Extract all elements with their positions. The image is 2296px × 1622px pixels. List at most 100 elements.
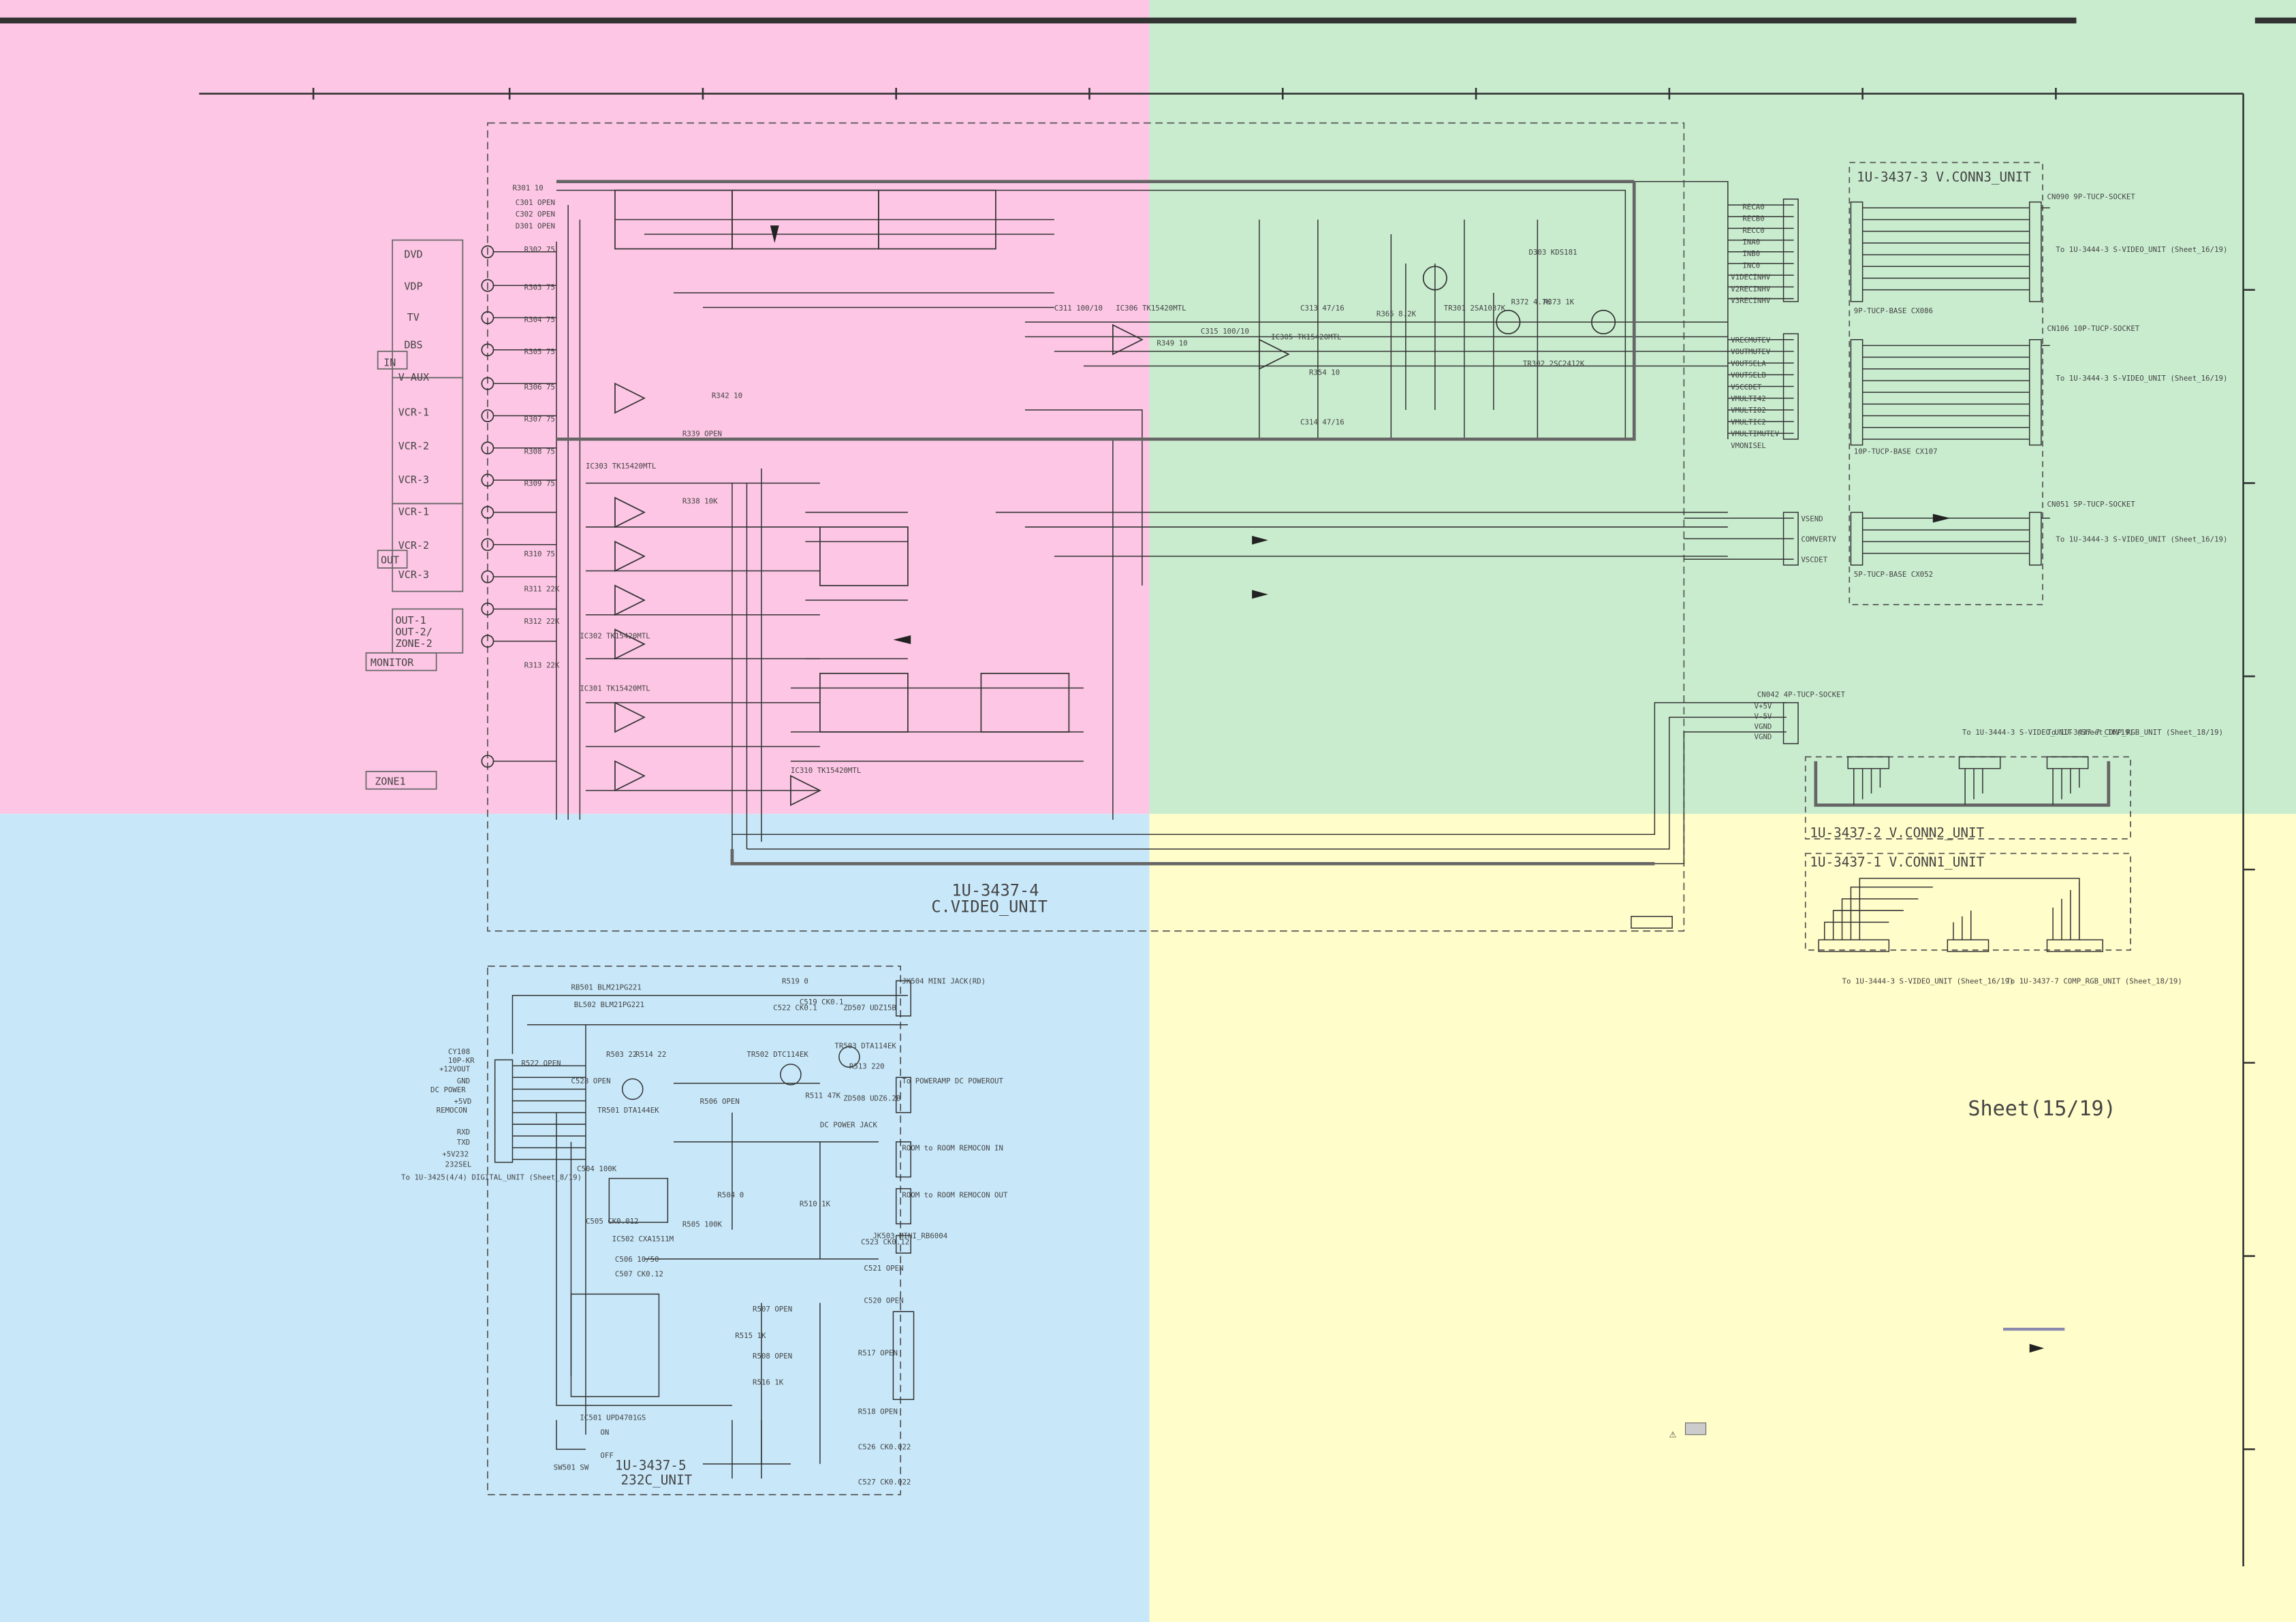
input-label-tv: TV [407,311,420,323]
jack-label: DC POWER JACK [820,1120,878,1129]
pin-label: V+5V [1755,702,1772,711]
conn3-socket-label: CN106 10P-TUCP-SOCKET [2047,324,2140,333]
rs232c-jack-labels: JK504 MINI JACK(RD) To POWERAMP DC POWER… [820,977,1008,1241]
c-video-unit-model: 1U-3437-4 [952,881,1039,900]
rs232c-io-label: 10P-KR [448,1056,475,1065]
part-label: R338 10K [682,497,718,506]
rs232c-io-label: RXD [457,1128,470,1136]
frame [199,87,2255,1567]
part-label: R305 75 [524,347,555,356]
conn1-to-comp: To 1U-3437-7 COMP_RGB_UNIT (Sheet_18/19) [2006,977,2182,986]
input-label-vcr3: VCR-3 [398,473,429,486]
part-label: R342 10 [712,392,742,400]
top-border-bar [0,17,2077,24]
pin-label: V-5V [1755,712,1772,721]
jack-label: JK503 MINI_RB6004 [872,1232,947,1241]
ic-label: IC301 TK15420MTL [580,684,650,693]
part-label: TR503 DTA114EK [834,1041,896,1050]
pin-label: VMULTIMUTEV [1731,430,1780,439]
conn1-connectors [1631,878,2103,953]
c-video-ics [614,189,1616,806]
monitor-tag: MONITOR [371,656,414,669]
input-labels: DVD VDP TV DBS IN V-AUX VCR-1 VCR-2 VCR-… [371,248,433,787]
zone1-tag: ZONE1 [375,775,405,787]
conn3-unit-title: 1U-3437-3 V.CONN3_UNIT [1857,170,2031,185]
in-tag: IN [383,356,396,368]
ic-label: IC305 TK15420MTL [1271,333,1341,342]
conn1-unit-title: 1U-3437-1 V.CONN1_UNIT [1810,855,1984,870]
pin-label: V2RECINHV [1731,285,1771,293]
part-label: R372 4.7K [1511,298,1552,306]
part-label: R513 220 [849,1062,885,1070]
pin-label: VOUTSELA [1731,359,1766,368]
jack-label: To POWERAMP DC POWEROUT [902,1077,1003,1085]
part-label: TR502 DTC114EK [746,1050,808,1059]
part-labels: R301 10 R302 75 R303 75 R304 75 R305 75 … [512,183,1584,669]
part-label: C314 47/16 [1300,417,1344,426]
conn3-to-label: To 1U-3444-3 S-VIDEO_UNIT (Sheet_16/19) [2056,535,2227,543]
part-label: C520 OPEN [864,1296,903,1305]
part-label: R506 OPEN [700,1097,740,1106]
pin-label: VMULTIC2 [1731,417,1766,426]
part-label: R507 OPEN [753,1305,792,1314]
part-label: TR501 DTA144EK [597,1106,659,1115]
rs232c-io-label: DC POWER [430,1085,466,1094]
bus-lines [556,180,2111,865]
part-label: R504 0 [717,1191,744,1200]
pin-label: VMULTI02 [1731,406,1766,415]
pin-label: INB0 [1742,249,1760,258]
part-label: C507 CK0.12 [615,1270,663,1279]
part-label: C526 CK0.022 [858,1442,911,1451]
part-label: ZD508 UDZ6.2B [843,1094,900,1103]
rs232c-to-label: To 1U-3425(4/4) DIGITAL_UNIT (Sheet_8/19… [401,1173,582,1182]
pin-label: VOUTSELB [1731,371,1766,380]
part-label: R307 75 [524,415,555,424]
caution-icon: ⚠ [1669,1427,1677,1441]
pin-label: VSEND [1801,514,1823,523]
part-label: R514 22 [635,1050,666,1059]
ic-label: IC302 TK15420MTL [580,631,650,640]
rs232c-io-label: +5V232 [442,1149,469,1158]
caution-box [1684,1422,1707,1435]
rs232c-io-label: 232SEL [445,1160,472,1168]
pin-label: VMULTI42 [1731,394,1766,403]
conn1-labels: To 1U-3444-3 S-VIDEO_UNIT (Sheet_16/19) … [1842,977,2182,986]
part-label: R303 75 [524,283,555,292]
input-label-dbs: DBS [404,339,422,351]
part-label: C313 47/16 [1300,304,1344,313]
conn3-base-label: 10P-TUCP-BASE CX107 [1854,447,1938,456]
legend-line [2003,1327,2065,1331]
quadrant-top-left [0,0,1150,814]
part-label: R511 47K [805,1091,840,1100]
pin-label: COMVERTV [1801,535,1836,543]
part-label: R508 OPEN [753,1352,792,1361]
input-label-box [365,239,464,790]
rs232c-ic-labels: IC501 UPD4701GS IC502 CXA1511M [580,1235,674,1422]
part-label: R302 75 [524,245,555,254]
part-label: R354 10 [1309,368,1340,377]
pin-label: CN042 4P-TUCP-SOCKET [1757,690,1846,699]
jack-label: ROOM to ROOM REMOCON OUT [902,1191,1008,1200]
rs232c-unit-frame [487,966,902,1495]
rs232c-io-label: TXD [457,1138,470,1147]
conn3-to-label: To 1U-3444-3 S-VIDEO_UNIT (Sheet_16/19) [2056,245,2227,254]
conn3-base-label: 5P-TUCP-BASE CX052 [1854,570,1933,579]
pin-label: INC0 [1742,261,1760,270]
conn2-unit-title: 1U-3437-2 V.CONN2_UNIT [1810,825,1984,841]
rs232c-io-label: +5VD [454,1097,471,1106]
part-label: D303 KDS181 [1528,248,1577,257]
part-label: R308 75 [524,447,555,456]
conn3-unit-frame [1849,161,2043,605]
ic-labels: IC301 TK15420MTL IC302 TK15420MTL IC303 … [580,304,1341,775]
output-label-vcr3: VCR-3 [398,569,429,581]
conn2-to-svideo: To 1U-3444-3 S-VIDEO_UNIT (Sheet_16/19) [1962,728,2134,737]
rs232c-unit-name: 232C_UNIT [621,1472,693,1488]
conn3-labels: CN090 9P-TUCP-SOCKET To 1U-3444-3 S-VIDE… [1854,192,2228,579]
pin-label: RECC0 [1742,226,1764,235]
jack-label: JK504 MINI JACK(RD) [902,977,986,986]
conn3-socket-label: CN051 5P-TUCP-SOCKET [2047,500,2136,509]
signal-arrows [770,225,2045,1353]
output-label-vcr2: VCR-2 [398,539,429,552]
part-label: RB501 BLM21PG221 [571,983,641,991]
input-label-vcr1: VCR-1 [398,407,429,419]
